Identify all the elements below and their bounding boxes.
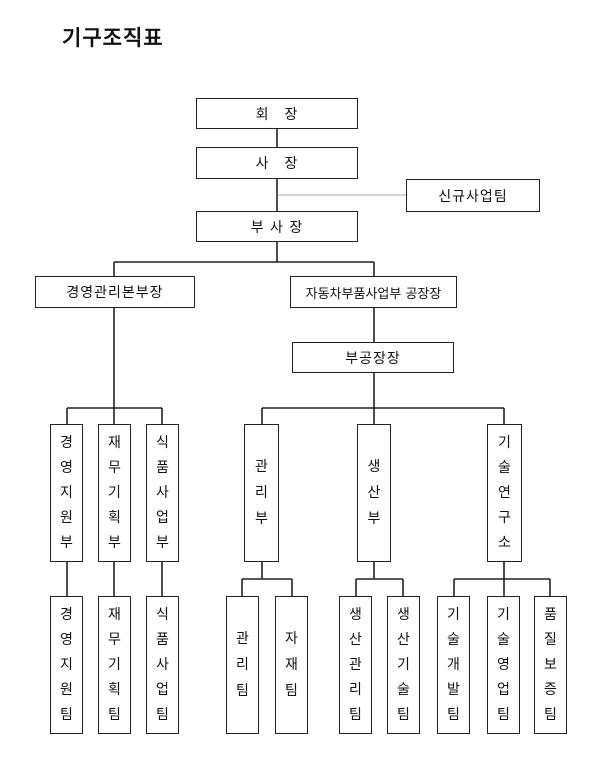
node-label-char: 술 (497, 631, 510, 648)
node-label-char: 경 (60, 434, 73, 451)
node-label-char: 보 (544, 656, 557, 673)
node-label-char: 기 (397, 656, 410, 673)
node-label-char: 리 (255, 485, 268, 501)
node-label-char: 생 (367, 459, 381, 475)
node-label-char: 팀 (156, 706, 169, 723)
node-label-char: 식 (156, 434, 169, 451)
node-label-char: 품 (156, 631, 169, 648)
node-label-char: 리 (236, 657, 249, 673)
node-label-char: 기 (497, 606, 510, 623)
node-label-char: 원 (60, 509, 73, 526)
node-label-char: 관 (255, 459, 268, 475)
node-label-char: 팀 (397, 706, 410, 723)
node-new-business-team: 신규사업팀 (406, 179, 540, 212)
node-label-char: 부 (108, 534, 121, 551)
node-vice-president: 부 사 장 (196, 211, 358, 242)
node-label-char: 팀 (544, 706, 557, 723)
node-label-char: 식 (156, 606, 169, 623)
node-label-char: 무 (108, 631, 121, 648)
node-label-char: 사 (156, 656, 169, 673)
node-label-char: 기 (108, 484, 121, 501)
node-chairman: 회 장 (196, 98, 358, 129)
node-label-char: 개 (447, 656, 460, 673)
node-deputy-plant-head: 부공장장 (292, 342, 454, 373)
node-label-char: 생 (397, 606, 410, 623)
node-label-char: 술 (498, 459, 511, 476)
node-label-char: 구 (498, 509, 511, 526)
node-label-char: 원 (60, 681, 73, 698)
node-label-char: 팀 (349, 706, 362, 723)
node-label-char: 팀 (108, 706, 121, 723)
node-label-char: 자 (285, 631, 298, 647)
node-label-char: 경 (60, 606, 73, 623)
node-label-char: 영 (60, 459, 73, 476)
node-label-char: 품 (156, 459, 169, 476)
node-label-char: 연 (498, 484, 511, 501)
node-label-char: 지 (60, 484, 73, 501)
node-label-char: 술 (397, 681, 410, 698)
node-label-char: 업 (497, 681, 510, 698)
node-label-char: 소 (498, 534, 511, 551)
node-label-char: 증 (544, 681, 557, 698)
node-management-hq: 경영관리본부장 (35, 276, 195, 308)
node-label-char: 리 (349, 681, 362, 698)
node-label-char: 기 (108, 656, 121, 673)
node-label-char: 재 (285, 657, 298, 673)
node-label-char: 팀 (285, 683, 298, 699)
page-title: 기구조직표 (62, 26, 164, 50)
node-auto-parts-plant-head: 자동차부품사업부 공장장 (290, 276, 457, 308)
node-president: 사 장 (196, 147, 358, 179)
node-label-char: 관 (236, 631, 249, 647)
node-label-char: 술 (447, 631, 460, 648)
node-label-char: 부 (156, 534, 169, 551)
node-label-char: 팀 (60, 706, 73, 723)
node-label-char: 지 (60, 656, 73, 673)
node-label-char: 재 (108, 606, 121, 623)
node-label-char: 획 (108, 509, 121, 526)
node-label-char: 부 (255, 511, 268, 527)
node-label-char: 기 (498, 434, 511, 451)
node-label-char: 산 (349, 631, 362, 648)
node-label-char: 재 (108, 434, 121, 451)
node-label-char: 질 (544, 631, 557, 648)
node-label-char: 부 (367, 511, 381, 527)
node-label-char: 업 (156, 681, 169, 698)
node-label-char: 부 (60, 534, 73, 551)
node-label-char: 산 (397, 631, 410, 648)
node-label-char: 팀 (236, 683, 249, 699)
node-label-char: 팀 (497, 706, 510, 723)
node-label-char: 생 (349, 606, 362, 623)
node-label-char: 기 (447, 606, 460, 623)
node-label-char: 팀 (447, 706, 460, 723)
node-label-char: 무 (108, 459, 121, 476)
node-label-char: 발 (447, 681, 460, 698)
node-label-char: 관 (349, 656, 362, 673)
node-label-char: 산 (367, 485, 381, 501)
node-label-char: 업 (156, 509, 169, 526)
node-label-char: 영 (60, 631, 73, 648)
node-label-char: 사 (156, 484, 169, 501)
node-label-char: 품 (544, 606, 557, 623)
node-label-char: 영 (497, 656, 510, 673)
node-label-char: 획 (108, 681, 121, 698)
